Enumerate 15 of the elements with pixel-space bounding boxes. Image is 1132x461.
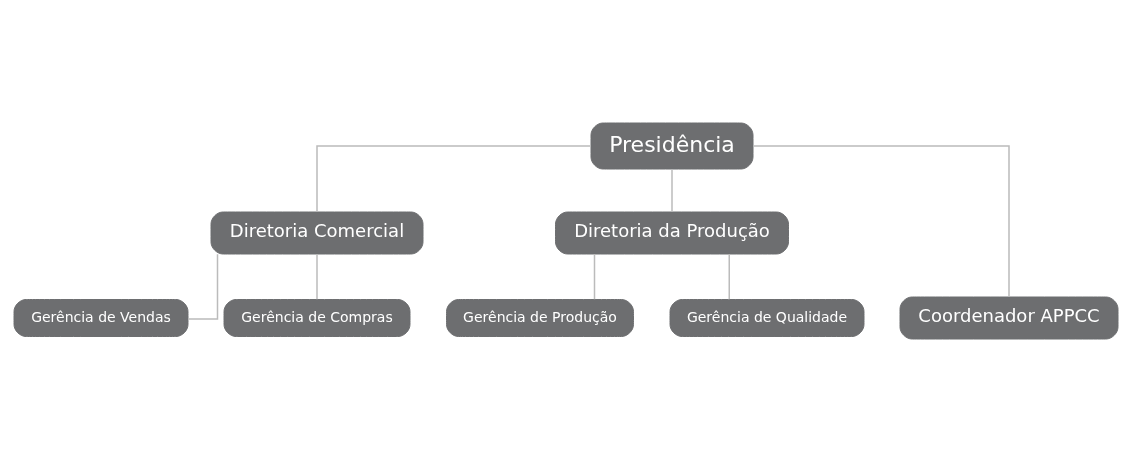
node-box: Gerência de Vendas — [13, 298, 189, 337]
connector — [728, 252, 730, 300]
node-box: Presidência — [590, 122, 754, 169]
connector — [593, 252, 596, 300]
node-box: Coordenador APPCC — [899, 296, 1119, 339]
connector — [752, 144, 1010, 298]
node-box: Diretoria Comercial — [210, 211, 424, 254]
connector — [671, 168, 673, 212]
node-box: Gerência de Compras — [223, 298, 411, 337]
node-box: Gerência de Qualidade — [669, 298, 865, 337]
node-box: Diretoria da Produção — [555, 211, 789, 254]
connector — [316, 252, 318, 300]
node-box: Gerência de Produção — [446, 298, 634, 337]
connector — [187, 253, 219, 320]
connector — [316, 144, 592, 213]
